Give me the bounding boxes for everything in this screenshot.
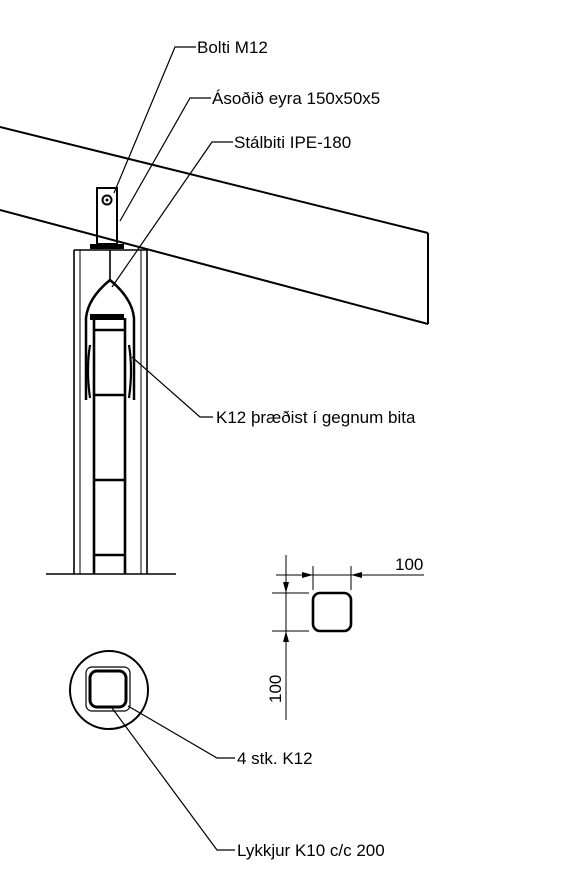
dimension-height-label: 100	[266, 675, 285, 703]
rebar-cage	[84, 250, 136, 574]
dimension-width-label: 100	[395, 555, 423, 574]
leader-lines	[111, 46, 235, 851]
welded-ear-plate	[96, 187, 118, 245]
steel-beam	[0, 126, 429, 325]
stirrups-label: Lykkjur K10 c/c 200	[237, 841, 385, 860]
bolt-label: Bolti M12	[197, 38, 268, 57]
stirrup-detail	[272, 555, 424, 720]
welded-ear-label: Ásoðið eyra 150x50x5	[212, 89, 380, 108]
steel-beam-label: Stálbiti IPE-180	[234, 133, 351, 152]
column-cross-section	[69, 650, 149, 730]
column	[46, 244, 176, 575]
bolt-hole	[101, 194, 113, 206]
rebar-through-label: K12 þræðist í gegnum bita	[216, 408, 416, 427]
rebar-count-label: 4 stk. K12	[237, 749, 313, 768]
